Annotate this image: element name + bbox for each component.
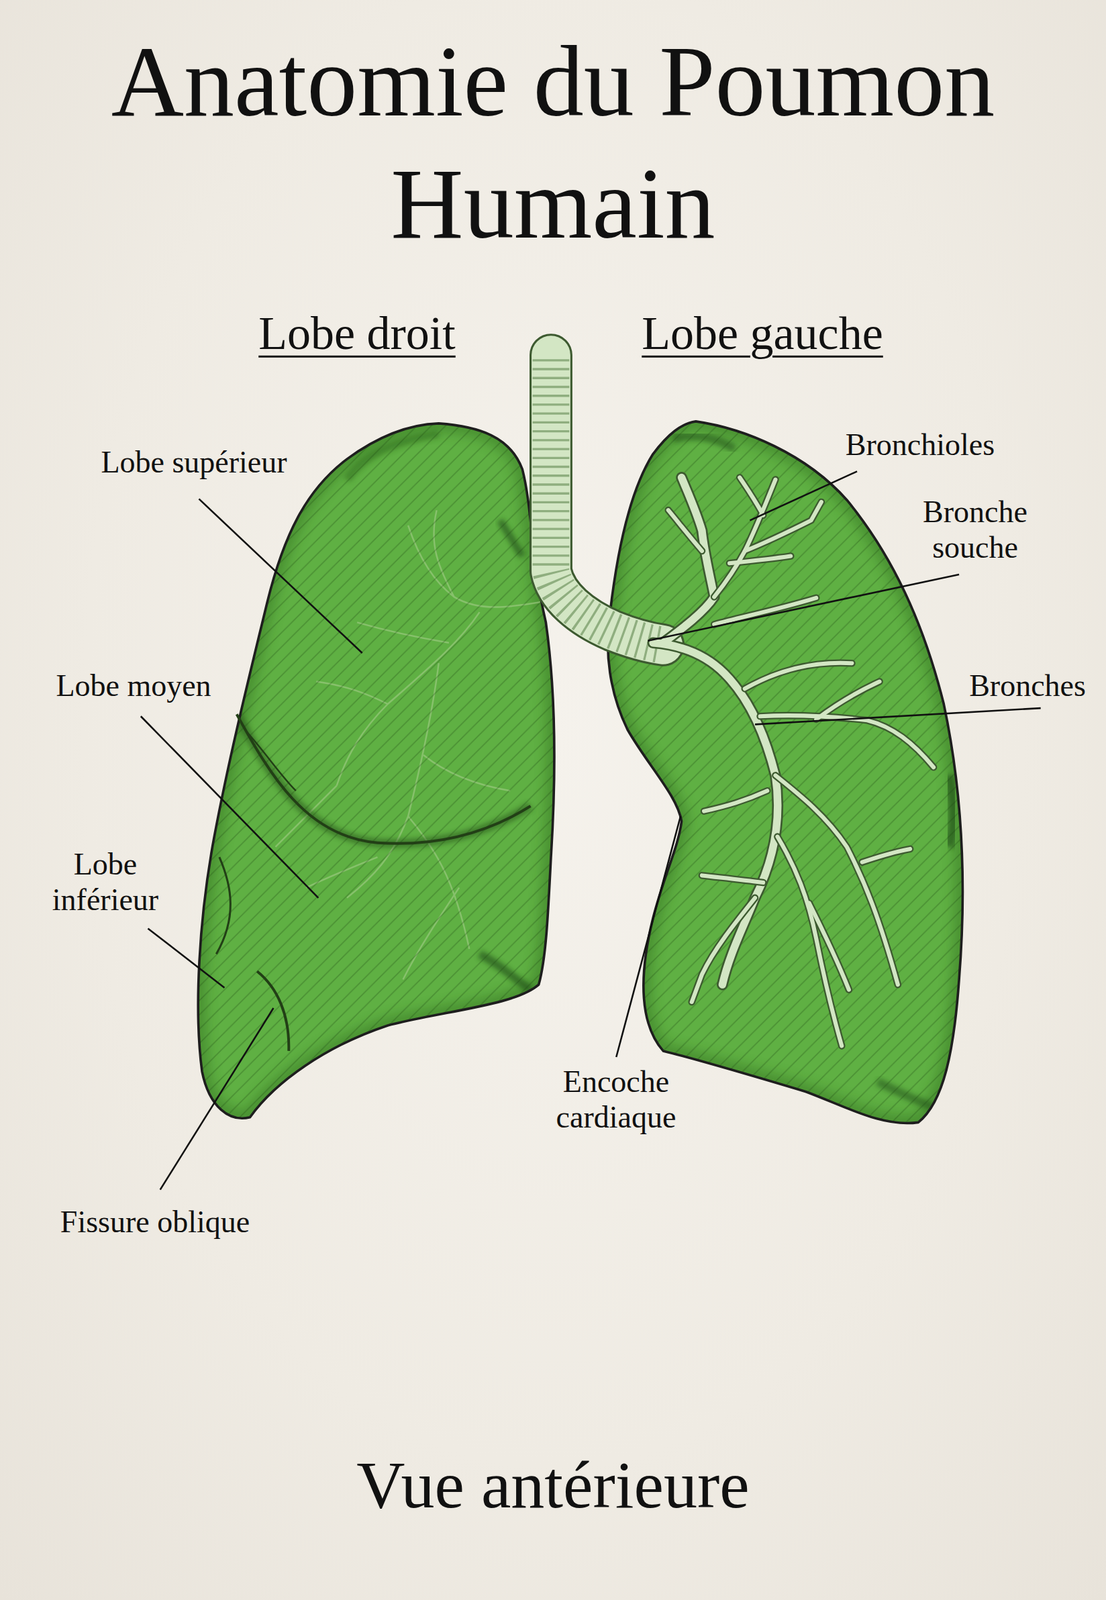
bronchial-tree [704,790,768,811]
bronchial-tree [668,477,934,1047]
bronchial-tree [550,355,664,645]
right-lung [216,857,231,954]
bronchial-tree [691,897,756,1002]
bronchial-tree [816,681,880,720]
bronchial-tree [652,642,778,985]
bronchial-tree [729,556,791,564]
bronchial-tree [777,836,842,1047]
diagram-title: Anatomie du Poumon Humain [29,20,1077,265]
part-label: Bronches [969,668,1086,705]
bronchial-tree [714,479,776,598]
bronchial-tree [744,501,822,551]
lung-drawing [140,355,1041,1190]
left-lung [608,421,964,1124]
bronchial-tree [663,477,715,643]
bronchial-tree [550,359,662,645]
bronchial-tree [862,848,911,863]
bronchial-tree [550,355,664,645]
bronchial-tree [652,642,778,985]
part-label: Bronche souche [922,494,1028,566]
part-label: Lobe supérieur [100,444,287,481]
bronchial-tree [744,663,853,690]
leader-lines [749,471,858,521]
leader-lines [160,1008,274,1190]
part-label: Bronchioles [845,427,995,464]
bronchial-tree [668,510,702,551]
bronchial-tree [809,902,849,990]
leader-lines [616,816,681,1058]
bronchial-tree [550,359,662,645]
oblique-fissure [257,971,289,1051]
bronchial-tree [775,775,898,985]
leader-lines [147,928,225,988]
part-label: Fissure oblique [60,1204,250,1241]
bronchial-tree [652,477,778,986]
right-lung [244,729,296,791]
left-lung [608,421,964,1124]
bronchial-tree [701,875,764,883]
bronchial-tree [652,477,778,986]
leader-lines [647,574,960,641]
right-lung [197,423,555,1119]
leader-lines [198,498,362,653]
left-lung [608,421,964,1124]
bronchial-tree [809,902,849,990]
leader-lines [755,708,1041,725]
left-lung [608,421,964,1124]
leader-lines [140,716,319,898]
left-lung [608,421,964,1124]
bronchial-tree [714,597,817,625]
bronchial-tree [739,477,764,516]
bronchial-tree [704,790,768,811]
bronchial-tree [701,875,764,883]
bronchial-tree [739,477,764,516]
right-lung [197,423,555,1119]
leader-lines [140,471,1041,1190]
bronchial-tree [691,897,756,1002]
right-lung [197,423,555,1119]
diagram-caption: Vue antérieure [356,1446,749,1524]
part-label: Lobe moyen [55,668,211,705]
bronchial-tree [663,477,715,643]
right-lung [197,423,555,1119]
lobe-heading: Lobe gauche [641,306,884,362]
lobe-heading: Lobe droit [258,306,456,362]
bronchial-tree [714,597,817,625]
bronchial-tree [668,510,702,551]
bronchial-tree [816,681,880,720]
bronchial-tree [777,836,842,1047]
part-label: Encoche cardiaque [556,1064,677,1136]
bronchial-tree [550,355,664,645]
bronchial-tree [550,355,664,645]
right-lung [197,423,555,1119]
bronchial-tree [668,477,934,1047]
part-label: Lobe inférieur [52,846,159,919]
bronchial-tree [744,663,853,690]
bronchial-tree [862,848,911,863]
horizontal-fissure [236,714,531,844]
